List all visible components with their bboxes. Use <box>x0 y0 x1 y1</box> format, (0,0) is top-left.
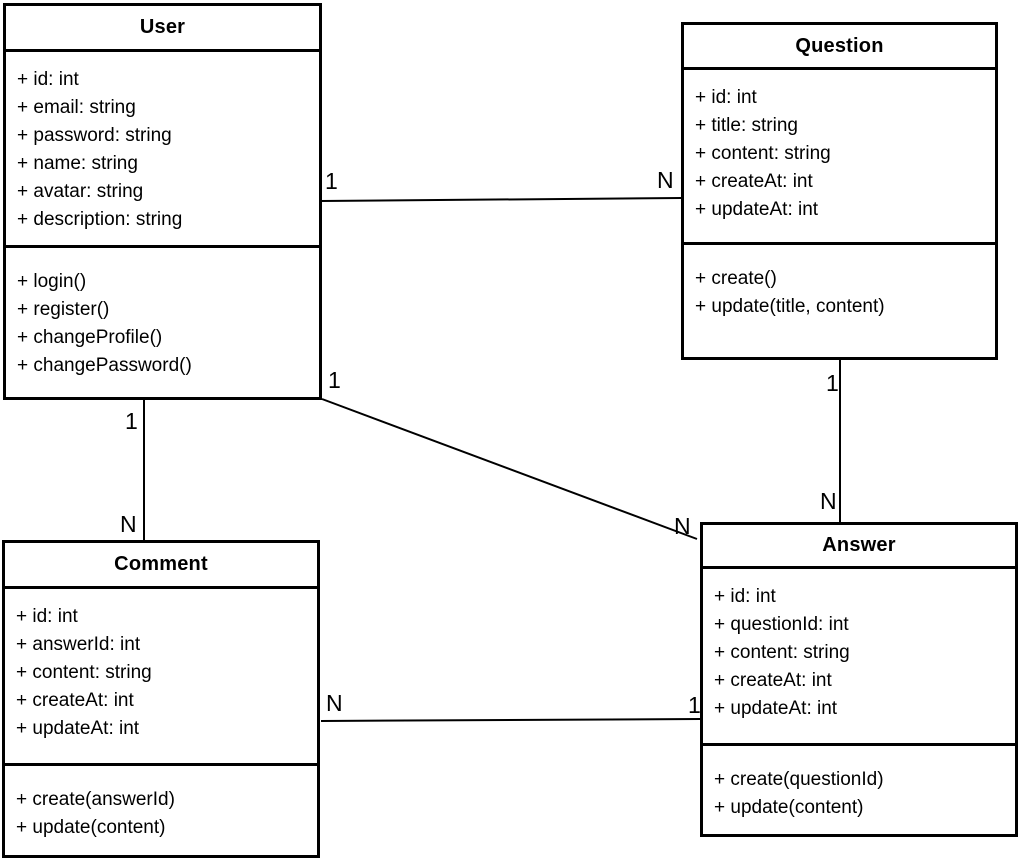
multiplicity-comment-answer-1: 1 <box>688 692 701 718</box>
attribute: + createAt: int <box>695 171 813 192</box>
class-question-methods: + create() + update(title, content) <box>684 245 995 357</box>
method: + create(questionId) <box>714 769 884 790</box>
attribute: + updateAt: int <box>714 698 838 719</box>
multiplicity-user-comment-from: 1 <box>125 408 138 434</box>
multiplicity-user-question-from: 1 <box>325 168 338 194</box>
relation-line-user-question <box>320 197 682 202</box>
class-user-methods: + login() + register() + changeProfile()… <box>6 248 319 397</box>
attribute: + email: string <box>17 97 136 118</box>
attribute: + answerId: int <box>16 634 141 655</box>
attribute: + questionId: int <box>714 614 849 635</box>
attribute: + description: string <box>17 209 183 230</box>
method: + login() <box>17 271 87 292</box>
multiplicity-question-answer-to: N <box>820 488 837 514</box>
attribute: + content: string <box>16 662 152 683</box>
attribute: + content: string <box>714 642 850 663</box>
multiplicity-user-answer-to: N <box>674 513 691 539</box>
class-answer: Answer + id: int + questionId: int + con… <box>700 522 1018 837</box>
attribute: + createAt: int <box>714 670 832 691</box>
attribute: + id: int <box>714 586 776 607</box>
method: + update(content) <box>714 797 864 818</box>
attribute: + updateAt: int <box>695 199 819 220</box>
attribute: + password: string <box>17 125 172 146</box>
multiplicity-comment-answer-n: N <box>326 690 343 716</box>
class-comment-title: Comment <box>5 543 317 589</box>
class-answer-attributes: + id: int + questionId: int + content: s… <box>703 569 1015 746</box>
method: + changePassword() <box>17 355 192 376</box>
class-question-attributes: + id: int + title: string + content: str… <box>684 70 995 245</box>
method: + update(content) <box>16 817 166 838</box>
multiplicity-user-comment-to: N <box>120 511 137 537</box>
class-answer-methods: + create(questionId) + update(content) <box>703 746 1015 834</box>
relation-line-user-answer <box>321 398 698 540</box>
attribute: + updateAt: int <box>16 718 140 739</box>
class-question-title: Question <box>684 25 995 70</box>
attribute: + id: int <box>695 87 757 108</box>
class-answer-title: Answer <box>703 525 1015 569</box>
method: + create(answerId) <box>16 789 175 810</box>
multiplicity-question-answer-from: 1 <box>826 370 839 396</box>
method: + register() <box>17 299 110 320</box>
attribute: + avatar: string <box>17 181 144 202</box>
attribute: + createAt: int <box>16 690 134 711</box>
class-user-attributes: + id: int + email: string + password: st… <box>6 52 319 248</box>
class-comment: Comment + id: int + answerId: int + cont… <box>2 540 320 858</box>
class-comment-methods: + create(answerId) + update(content) <box>5 766 317 855</box>
method: + changeProfile() <box>17 327 163 348</box>
attribute: + name: string <box>17 153 138 174</box>
attribute: + content: string <box>695 143 831 164</box>
method: + create() <box>695 268 777 289</box>
attribute: + title: string <box>695 115 798 136</box>
class-comment-attributes: + id: int + answerId: int + content: str… <box>5 589 317 766</box>
relation-line-comment-answer <box>320 718 701 722</box>
multiplicity-user-answer-from: 1 <box>328 367 341 393</box>
class-question: Question + id: int + title: string + con… <box>681 22 998 360</box>
attribute: + id: int <box>17 69 79 90</box>
attribute: + id: int <box>16 606 78 627</box>
multiplicity-user-question-to: N <box>657 167 674 193</box>
class-user: User + id: int + email: string + passwor… <box>3 3 322 400</box>
class-user-title: User <box>6 6 319 52</box>
method: + update(title, content) <box>695 296 885 317</box>
